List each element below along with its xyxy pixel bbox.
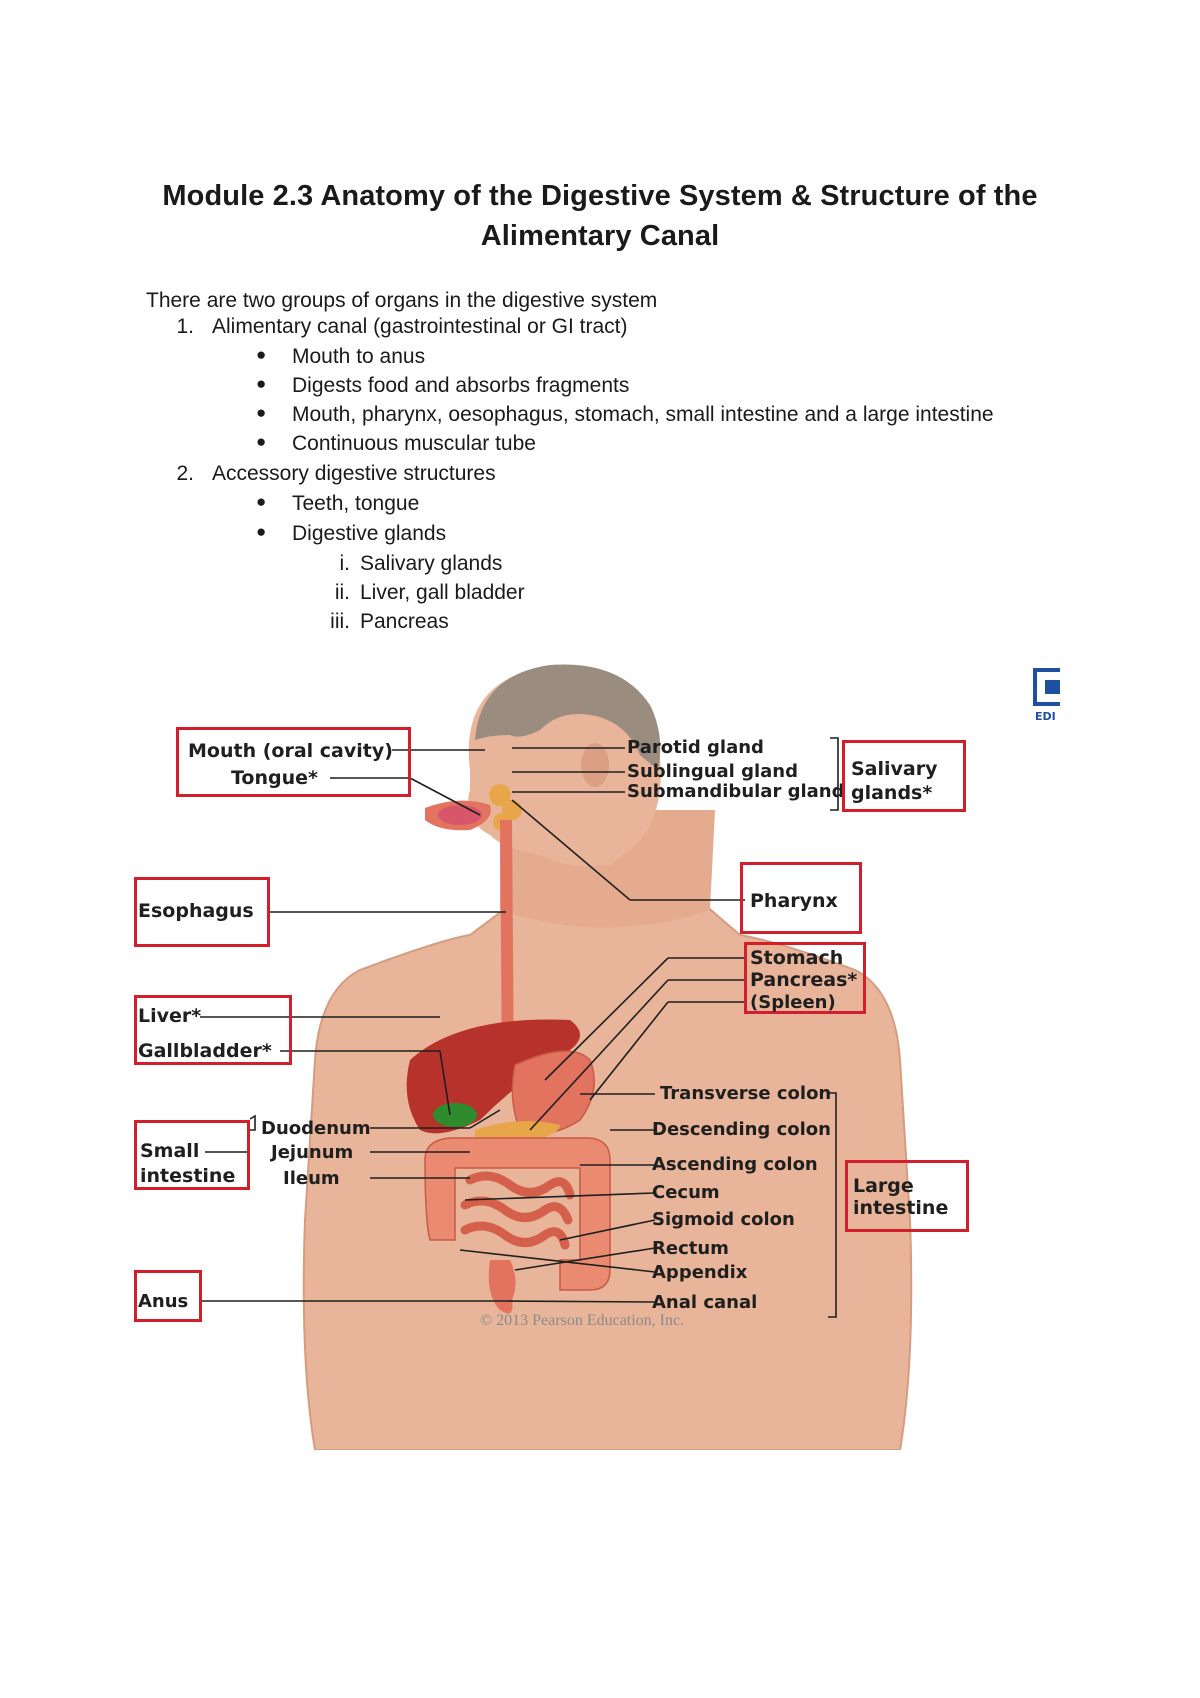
stomach-pancreas-box [744,942,866,1014]
anus-box [134,1270,202,1322]
label-pharynx: Pharynx [750,890,838,912]
pharynx-box [740,862,862,934]
label-liver: Liver* [138,1005,202,1027]
label-large-intestine-2: intestine [853,1197,949,1219]
label-salivary-1: Salivary [851,758,938,780]
leader-lines [200,737,839,1318]
label-parotid: Parotid gland [627,737,764,758]
label-small-intestine-1: Small [140,1140,200,1162]
organs [406,784,611,1314]
label-stomach: Stomach [750,947,844,969]
esophagus-box [134,877,270,947]
liver-gallbladder-box [134,995,292,1065]
page-title: Module 2.3 Anatomy of the Digestive Syst… [0,176,1200,256]
label-sublingual: Sublingual gland [627,761,798,782]
group-label: Alimentary canal (gastrointestinal or GI… [212,315,628,338]
label-anus: Anus [138,1291,189,1312]
label-duodenum: Duodenum [261,1118,371,1139]
bullet-icon: ● [256,432,267,451]
bullet-icon: ● [256,403,267,422]
title-line-1: Module 2.3 Anatomy of the Digestive Syst… [162,180,1038,212]
label-spleen: (Spleen) [750,992,836,1013]
label-cecum: Cecum [652,1182,720,1203]
svg-text:EDI: EDI [1035,710,1056,723]
bullet-icon: ● [256,374,267,393]
label-pancreas: Pancreas* [750,969,858,991]
salivary-glands-box [842,740,966,812]
label-ileum: Ileum [283,1168,340,1189]
label-salivary-2: glands* [851,782,933,804]
label-gallbladder: Gallbladder* [138,1040,272,1062]
digestive-system-figure: EDI [134,660,1060,1450]
label-submandibular: Submandibular gland [627,781,845,802]
label-transverse-colon: Transverse colon [660,1083,832,1104]
label-tongue: Tongue* [231,767,318,789]
label-large-intestine-1: Large [853,1175,914,1197]
label-sigmoid-colon: Sigmoid colon [652,1209,795,1230]
group-number: 1. [176,315,194,338]
group-number: 2. [176,462,194,485]
copyright-credit: © 2013 Pearson Education, Inc. [480,1312,685,1329]
label-jejunum: Jejunum [271,1142,354,1163]
bullet-icon: ● [256,492,267,511]
label-rectum: Rectum [652,1238,729,1259]
label-appendix: Appendix [652,1262,748,1283]
group-label: Accessory digestive structures [212,462,496,485]
title-line-2: Alimentary Canal [480,220,720,252]
mouth-tongue-box [176,727,411,797]
bullet-icon: ● [256,522,267,541]
large-intestine-box [845,1160,969,1232]
bullet-icon: ● [256,345,267,364]
small-intestine-box [134,1120,250,1190]
label-descending-colon: Descending colon [652,1119,831,1140]
label-small-intestine-2: intestine [140,1165,236,1187]
label-ascending-colon: Ascending colon [652,1154,818,1175]
anatomy-illustration: EDI [200,664,1060,1450]
label-esophagus: Esophagus [138,900,254,922]
publisher-logo: EDI [1033,668,1060,723]
label-mouth: Mouth (oral cavity) [188,740,393,762]
intro-text: There are two groups of organs in the di… [146,289,658,312]
label-anal-canal: Anal canal [652,1292,758,1313]
